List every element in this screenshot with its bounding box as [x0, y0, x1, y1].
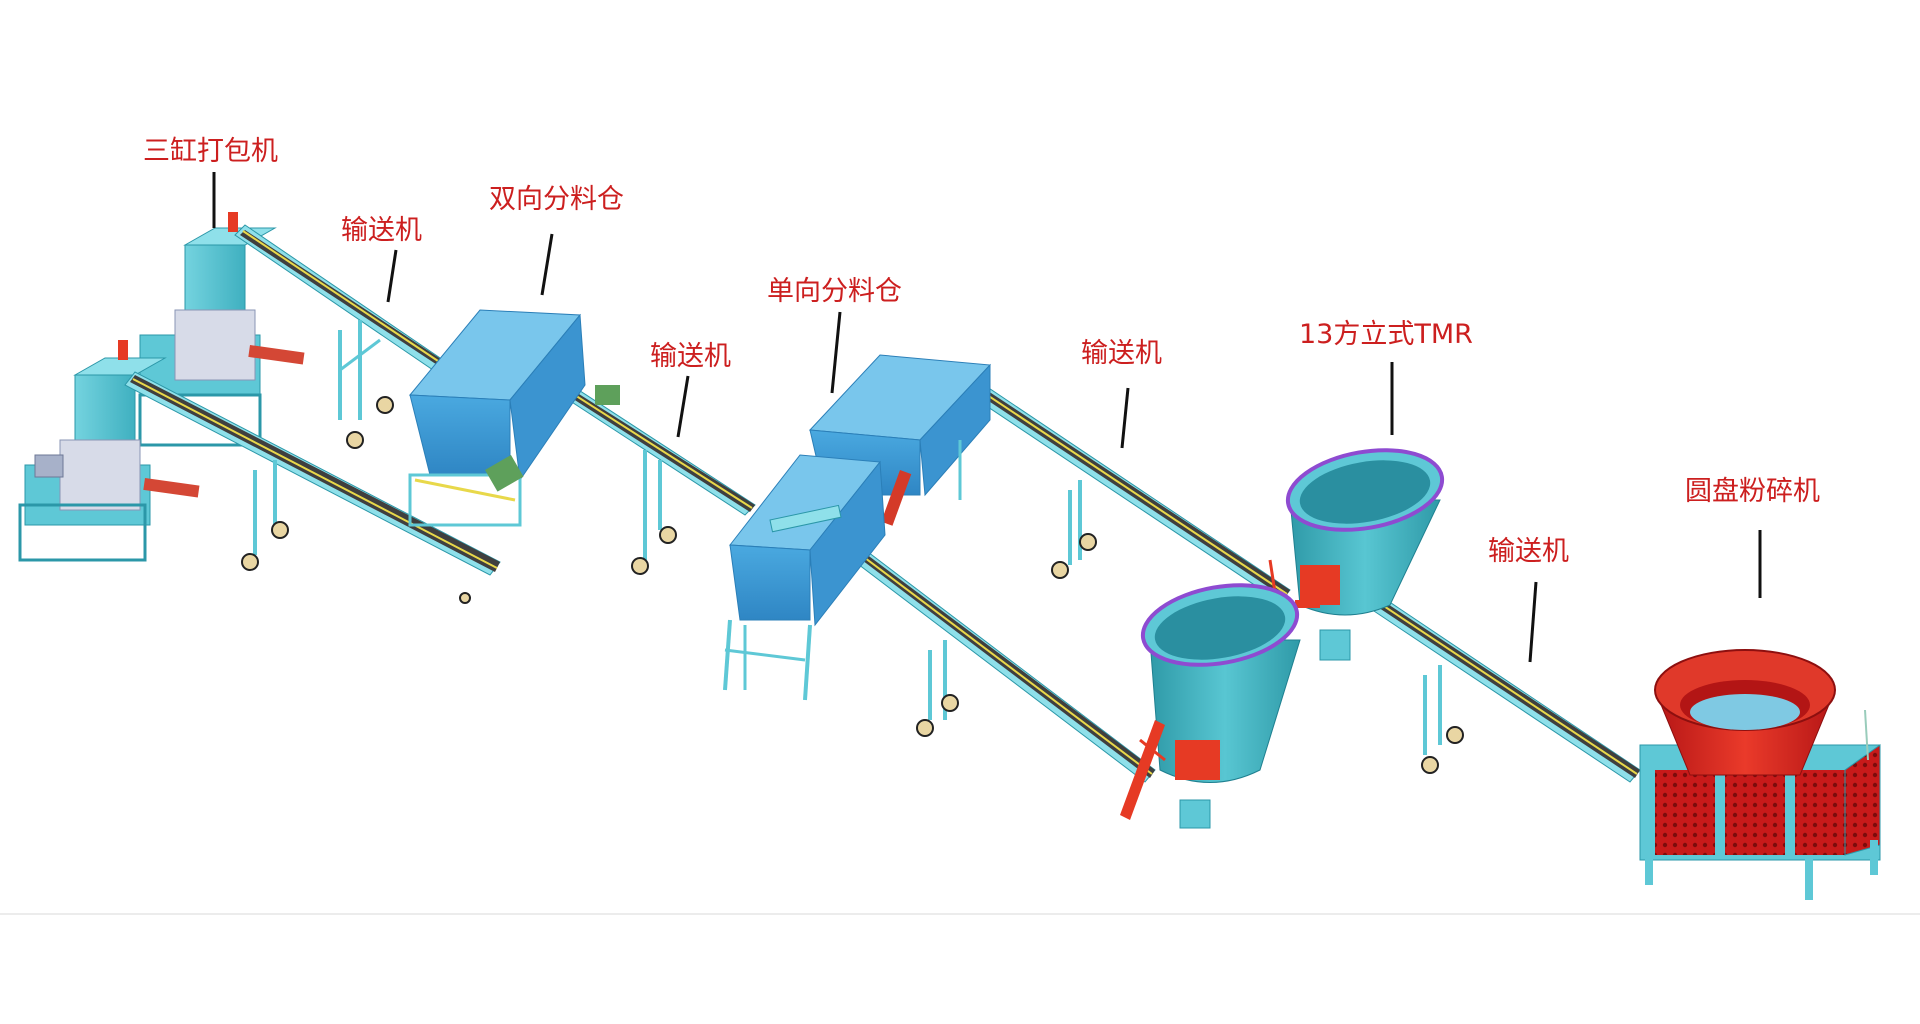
leader-two-way-bin: [540, 233, 554, 296]
baler-front: [18, 340, 200, 562]
label-conveyor-3: 输送机: [1081, 338, 1162, 369]
tmr-mixer-front: [1120, 583, 1301, 829]
leader-conveyor-3: [1120, 387, 1130, 449]
label-conveyor-4: 输送机: [1488, 536, 1569, 567]
label-grinder: 圆盘粉碎机: [1685, 476, 1820, 507]
leader-one-way-bin: [830, 311, 842, 394]
label-conveyor-1: 输送机: [341, 215, 422, 246]
leader-conveyor-2: [676, 375, 690, 438]
label-baler: 三缸打包机: [143, 136, 278, 167]
leader-conveyor-4: [1528, 581, 1538, 663]
disc-grinder: [1639, 649, 1881, 900]
conveyor-1: [234, 224, 466, 449]
label-tmr: 13方立式TMR: [1299, 319, 1473, 350]
tmr-mixer-rear: [1268, 448, 1445, 661]
conveyor-3: [939, 361, 1291, 603]
label-two-way-bin: 双向分料仓: [489, 184, 624, 215]
one-way-bin-rear: [808, 354, 992, 526]
conveyor-lower: [124, 371, 501, 604]
two-way-bin: [408, 309, 620, 527]
leader-conveyor-1: [386, 249, 398, 303]
label-one-way-bin: 单向分料仓: [767, 276, 902, 307]
label-conveyor-2: 输送机: [650, 341, 731, 372]
baler-rear: [138, 212, 305, 447]
one-way-bin-front: [723, 454, 886, 701]
